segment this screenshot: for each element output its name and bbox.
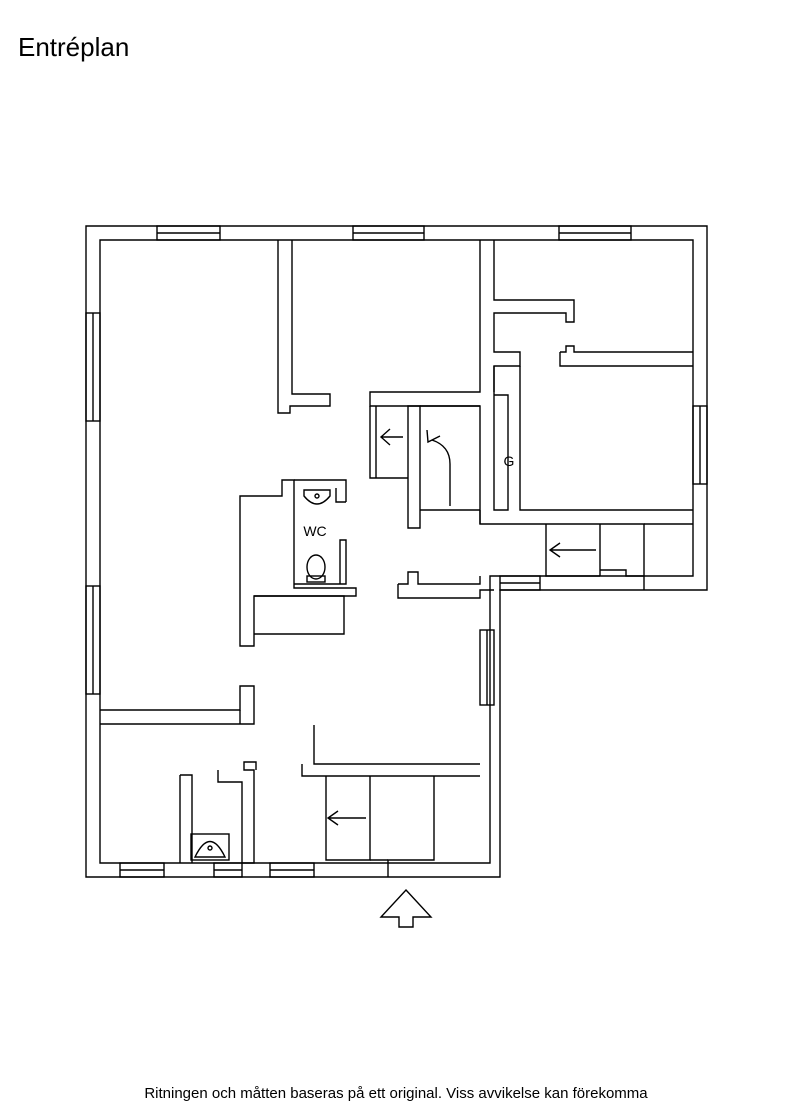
- outer-wall: [85, 225, 708, 878]
- interior-walls: [100, 240, 693, 877]
- disclaimer-footer: Ritningen och måtten baseras på ett orig…: [144, 1085, 648, 1102]
- washing-machine-icon: [190, 833, 230, 861]
- entrance-arrow-icon: [379, 888, 433, 928]
- sink-icon: [303, 489, 331, 505]
- windows: [85, 225, 708, 878]
- toilet-icon: [306, 554, 326, 583]
- page-title: Entréplan: [18, 32, 130, 62]
- wc-label: WC: [303, 523, 326, 539]
- stair-direction-arrow-icon: [326, 428, 596, 826]
- garage-label: G: [504, 453, 515, 469]
